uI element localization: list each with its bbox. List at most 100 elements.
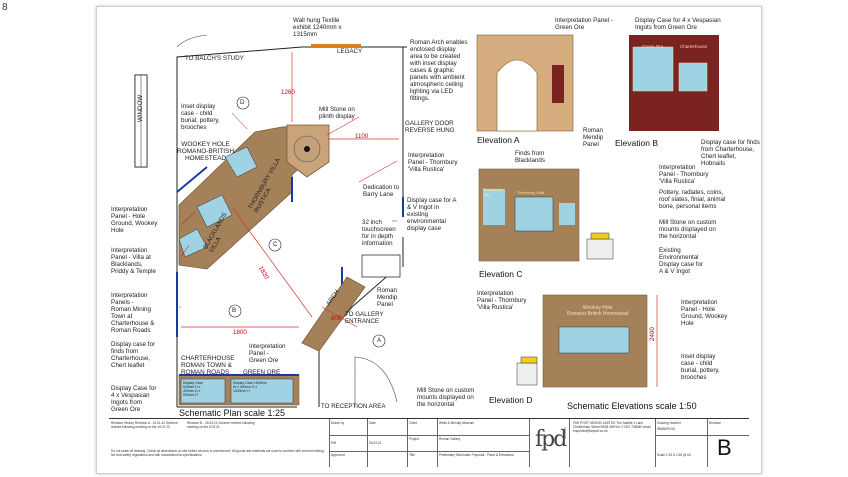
tb-project: Project — [409, 437, 419, 441]
marker-c: C — [273, 241, 278, 248]
leader-lines — [179, 112, 398, 308]
elevation-c-pottery: Pottery, radiates, coins, roof slates, f… — [659, 189, 726, 210]
elevation-d-drawing — [516, 294, 658, 388]
display-case-plan-2 — [196, 194, 233, 228]
label-to-reception: TO RECEPTION AREA — [321, 403, 386, 410]
tb-client-val: Wells & Mendip Museum — [439, 421, 475, 425]
label-dim-1800: 1800 — [233, 329, 247, 336]
legacy-exhibit — [311, 44, 361, 47]
tb-revisions: Revision History Revision A - 24.01.20 S… — [111, 421, 178, 429]
label-wookey-homestead: WOOKEY HOLE ROMANO-BRITISH HOMESTEAD — [177, 141, 235, 162]
elevation-c-label: Elevation C — [479, 269, 523, 279]
label-interp-green-ore: Interpretation Panel - Green Ore — [249, 343, 286, 364]
schematic-plan — [134, 34, 719, 408]
elevation-c-finds: Finds from Blacklands — [515, 150, 545, 164]
label-mill-stone-plinth: Mill Stone on plinth display — [319, 106, 355, 120]
tb-client: Client — [409, 421, 418, 425]
company-logo-side: DESIGN — [563, 427, 567, 439]
label-dim-1100: 1100 — [355, 133, 369, 140]
tb-drawn-by: Drawn by — [331, 421, 345, 425]
display-case-plan-1 — [224, 146, 258, 178]
company-logo: fpd — [535, 427, 567, 452]
label-roman-mendip: Roman Mendip Panel — [377, 287, 398, 308]
label-window: WINDOW — [137, 94, 144, 122]
display-case-charterhouse — [230, 378, 294, 404]
label-interp-mining: Interpretation Panels - Roman Mining Tow… — [111, 292, 155, 334]
label-to-balch: TO BALCH'S STUDY — [185, 55, 244, 62]
tb-drawing-no: WMM/RG/01 — [657, 427, 676, 431]
label-inset-case: Inset display case - child burial, potte… — [181, 103, 220, 131]
elevation-d-mill: Mill Stone on custom mounts displayed on… — [417, 387, 475, 408]
tb-revision-label: Revision — [709, 421, 722, 425]
elevation-c-thornbury: Thornbury Villa — [517, 190, 544, 195]
elevation-c-interp: Interpretation Panel - Thornbury 'Villa … — [659, 164, 709, 185]
label-interp-hole-ground: Interpretation Panel - Hole Ground, Wook… — [111, 206, 158, 234]
label-to-gallery-entrance: TO GALLERY ENTRANCE — [345, 311, 384, 325]
reception-door — [354, 356, 398, 407]
tb-revision-b: Revision B - 26.03.21 Scheme revised fol… — [187, 421, 255, 429]
marker-d: D — [240, 99, 245, 106]
elevation-d-interp-thornbury: Interpretation Panel - Thornbury 'Villa … — [477, 290, 527, 311]
elevation-a-note: Roman Mendip Panel — [583, 127, 604, 148]
elevation-b-charterhouse: Charterhouse — [680, 44, 708, 49]
label-display-case-ingots: Display Case for 4 x Vespasian Ingots fr… — [111, 385, 157, 413]
tb-date: Date — [369, 421, 376, 425]
marker-a: A — [377, 337, 382, 344]
elevation-b-interp: Interpretation Panel - Green Ore — [555, 17, 613, 31]
label-display-case-finds: Display case for finds from Charterhouse… — [111, 341, 156, 369]
elevation-d-label: Elevation D — [489, 395, 533, 405]
tb-drawing-no-label: Drawing Number — [657, 421, 681, 425]
label-dedication: Dedication to Barry Lane — [363, 184, 400, 198]
touchscreen — [361, 254, 401, 278]
label-interp-thornbury: Interpretation Panel - Thornbury 'Villa … — [408, 152, 458, 173]
tb-drawn-by-val: EW — [331, 441, 337, 445]
label-legacy: LEGACY — [337, 48, 363, 55]
elevation-c-drawing — [478, 168, 614, 262]
elevation-d-dim-2400: 2400 — [649, 327, 656, 341]
panel-blue-1 — [176, 166, 208, 193]
label-touchscreen: 32 inch touchscreen for in depth informa… — [362, 219, 396, 247]
marker-b: B — [232, 307, 237, 314]
label-dim-900: 900 — [331, 315, 342, 322]
label-charterhouse: CHARTERHOUSE ROMAN TOWN & ROMAN ROADS — [181, 355, 235, 376]
tb-revision: B — [717, 435, 732, 460]
elevation-d-inset: Inset display case - child burial, potte… — [681, 353, 720, 381]
tb-title-val: Preliminary Schematic Proposal - Plans &… — [439, 453, 514, 457]
arch-wall — [301, 276, 366, 352]
label-dim-1260: 1260 — [281, 89, 295, 96]
tb-project-val: Roman Gallery — [439, 437, 461, 441]
elevation-d-interp-hole: Interpretation Panel - Hole Ground, Wook… — [681, 299, 728, 327]
tb-company: FAR POST DESIGN LIMITED The Saddle 4 Lan… — [573, 421, 651, 433]
tb-scale: Scale 1:25 & 1:50 @ A3 — [657, 453, 691, 457]
drawing-sheet: Wall hung Textile exhibit 1240mm x 1315m… — [96, 6, 762, 474]
label-gallery-door: GALLERY DOOR REVERSE HUNG — [405, 120, 455, 134]
elevation-d-wookey: Wookey Hole Romano-British Homestead — [567, 305, 629, 317]
label-case-a: Display Case 600mm H x 400mm D x 900mm H — [183, 381, 203, 397]
label-green-ore: GREEN ORE — [243, 369, 281, 376]
label-wall-hung: Wall hung Textile exhibit 1240mm x 1315m… — [293, 17, 342, 38]
tb-note: Do not scale off drawing. Check all dime… — [111, 449, 325, 457]
elevation-b-label: Elevation B — [615, 138, 658, 148]
markers — [228, 96, 386, 348]
dimension-lines — [181, 52, 399, 328]
elevation-a-label: Elevation A — [477, 135, 520, 145]
tb-approved: Approved — [331, 453, 345, 457]
display-case-plan-3 — [178, 228, 208, 258]
label-case-b: Display Case 1600mm W x 400mm D x 1000mm… — [233, 381, 268, 393]
plan-caption: Schematic Plan scale 1:25 — [179, 408, 286, 418]
display-case-green-ore — [180, 378, 226, 404]
door-arc-balch — [176, 34, 208, 48]
elevation-b-finds: Display case for finds from Charterhouse… — [701, 139, 760, 167]
label-interp-blacklands: Interpretation Panel - Villa at Blacklan… — [111, 247, 156, 275]
tb-title: Title — [409, 453, 415, 457]
elevations-caption: Schematic Elevations scale 1:50 — [567, 401, 697, 411]
elevation-a-drawing — [476, 34, 574, 132]
elevation-b-green-ore: Green Ore — [642, 44, 664, 49]
elevation-c-blacklands: Blacklands Villa — [483, 187, 503, 197]
title-block: Revision History Revision A - 24.01.20 S… — [109, 418, 749, 467]
tb-date-val: 26.03.21 — [369, 441, 382, 445]
elevation-b-display: Display Case for 4 x Vespasian Ingots fr… — [635, 17, 721, 31]
elevation-c-existing: Existing Environmental Display case for … — [659, 247, 704, 275]
label-roman-arch: Roman Arch enables enclosed display area… — [410, 39, 468, 102]
elevation-c-mill: Mill Stone on custom mounts displayed on… — [659, 219, 717, 240]
